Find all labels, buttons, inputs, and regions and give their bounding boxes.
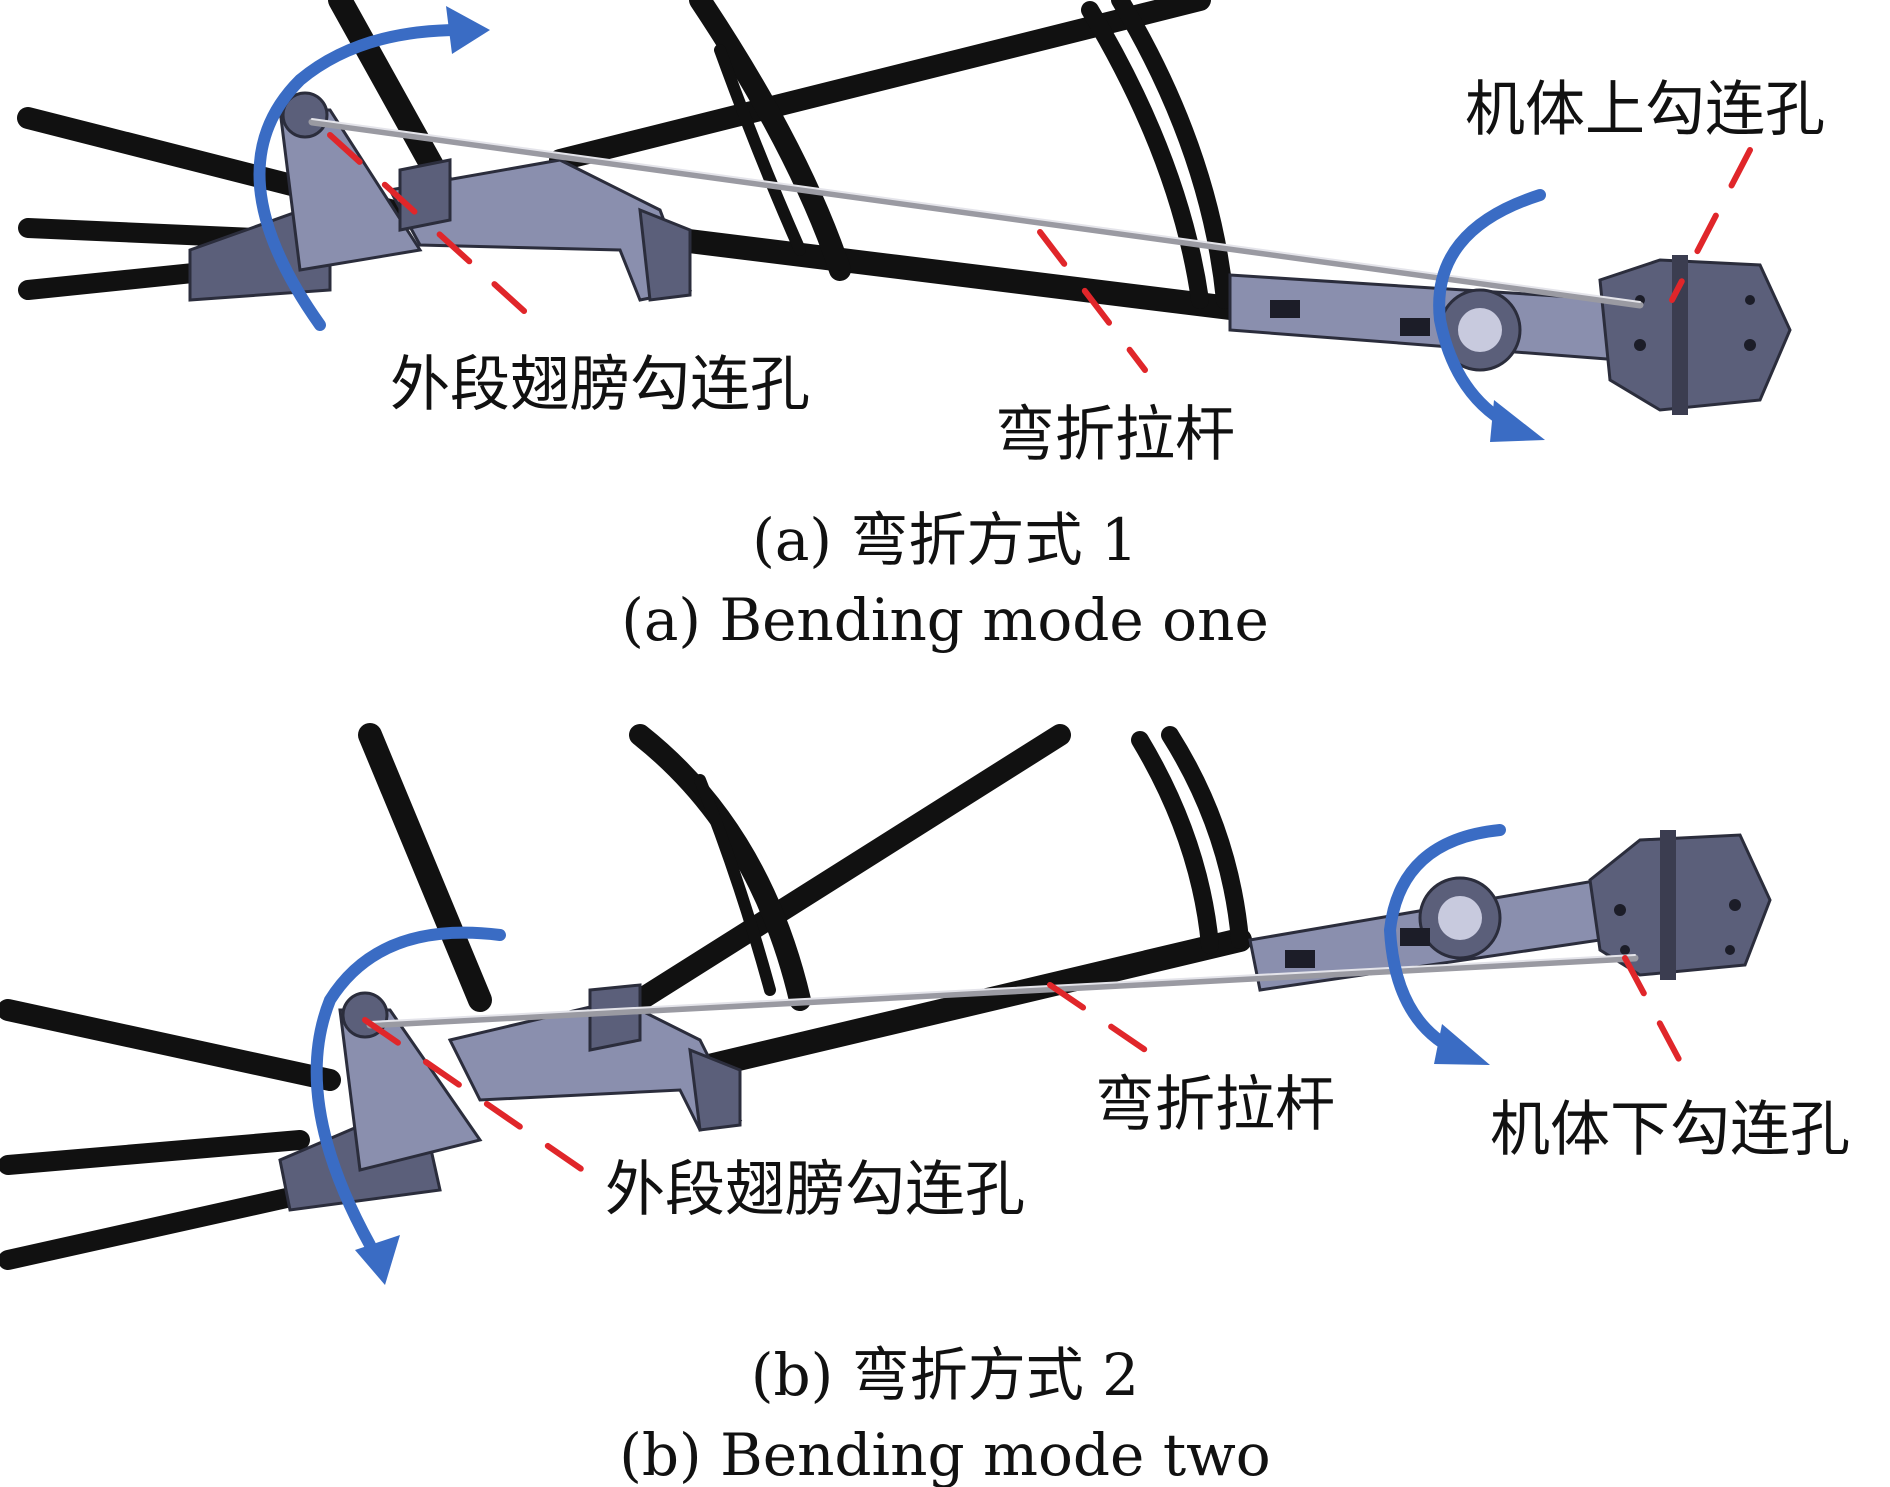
panel-a-caption-en: (a) Bending mode one — [621, 586, 1269, 654]
panel-a-rotation-arrow-right — [1433, 189, 1546, 442]
panel-a-bending-rod — [308, 118, 1644, 309]
panel-b-rotation-arrow-left — [310, 926, 506, 1285]
panel-b: 外段翅膀勾连孔 弯折拉杆 机体下勾连孔 (b) 弯折方式 2 (b) Bendi… — [0, 723, 1850, 1487]
panel-a-label-outer-wing-hole: 外段翅膀勾连孔 — [390, 350, 810, 420]
panel-b-leader-body-lower — [1622, 955, 1693, 1083]
panel-a-leader-body-upper — [1669, 147, 1753, 303]
panel-b-bending-rod — [366, 954, 1639, 1029]
panel-b-leader-rod — [1047, 982, 1163, 1063]
panel-a-label-rod: 弯折拉杆 — [995, 400, 1235, 470]
panel-b-spars — [0, 723, 1252, 1270]
panel-b-body-hook-plate — [1248, 830, 1772, 992]
panel-b-label-outer-wing-hole: 外段翅膀勾连孔 — [605, 1155, 1025, 1225]
panel-b-leader-outer-wing — [362, 1017, 593, 1178]
panel-a-caption-cn: (a) 弯折方式 1 — [752, 506, 1138, 574]
panel-b-rotation-arrow-right — [1383, 824, 1506, 1065]
panel-b-outer-wing-joint — [278, 983, 743, 1212]
panel-a-leader-outer-wing — [327, 132, 548, 333]
panel-b-caption-cn: (b) 弯折方式 2 — [751, 1341, 1139, 1409]
panel-a-label-body-upper-hole: 机体上勾连孔 — [1465, 75, 1825, 145]
panel-a-body-hook-plate — [1228, 255, 1792, 415]
panel-b-label-rod: 弯折拉杆 — [1095, 1070, 1335, 1140]
panel-b-caption-en: (b) Bending mode two — [619, 1421, 1270, 1487]
panel-a-leader-rod — [1037, 229, 1148, 373]
panel-b-label-body-lower-hole: 机体下勾连孔 — [1490, 1095, 1850, 1165]
panel-a-rotation-arrow-left — [253, 6, 490, 331]
panel-a-spars — [17, 0, 1242, 320]
panel-a: 外段翅膀勾连孔 弯折拉杆 机体上勾连孔 (a) 弯折方式 1 (a) Bendi… — [17, 0, 1825, 654]
